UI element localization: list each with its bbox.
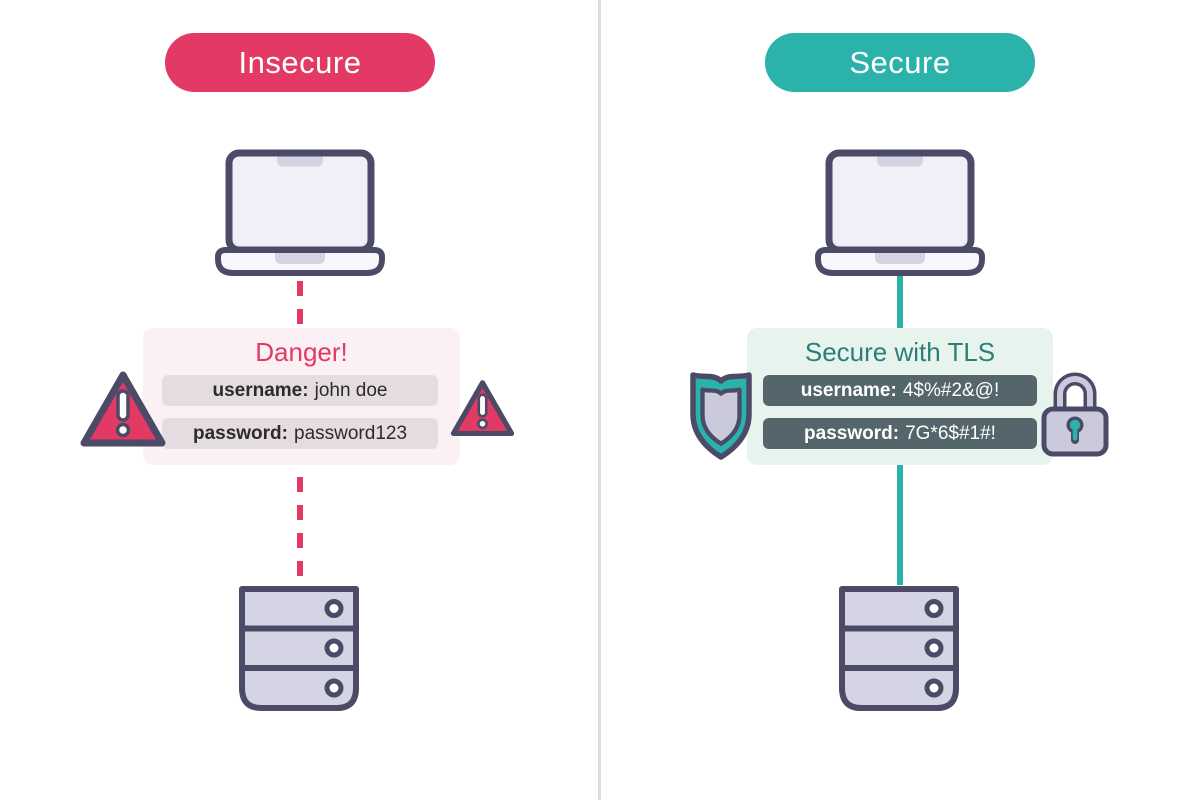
danger-callout: Danger! username:john doe password:passw…: [143, 328, 460, 465]
panel-divider: [598, 0, 601, 800]
password-row: password:7G*6$#1#!: [763, 418, 1037, 449]
warning-triangle-icon: [449, 369, 516, 448]
server-icon: [838, 585, 960, 712]
secure-callout: Secure with TLS username:4$%#2&@! passwo…: [747, 328, 1053, 465]
username-row: username:4$%#2&@!: [763, 375, 1037, 406]
shield-icon: [684, 370, 758, 462]
password-value: password123: [294, 422, 408, 444]
secure-heading: Secure with TLS: [804, 337, 996, 367]
padlock-icon: [1040, 364, 1110, 458]
username-value: 4$%#2&@!: [902, 379, 1000, 401]
username-label: username:: [800, 379, 897, 401]
laptop-icon: [212, 149, 388, 277]
insecure-badge-label: Insecure: [238, 44, 362, 80]
password-row: password: password123: [162, 418, 438, 449]
server-icon: [238, 585, 360, 712]
password-label: password:: [192, 422, 288, 444]
username-label: username:: [212, 379, 309, 401]
secure-badge-label: Secure: [849, 44, 951, 80]
password-label: password:: [804, 422, 900, 444]
password-value: 7G*6$#1#!: [905, 422, 996, 444]
warning-triangle-icon: [78, 367, 168, 452]
secure-badge: Secure: [765, 33, 1035, 92]
laptop-icon: [812, 149, 988, 277]
insecure-badge: Insecure: [165, 33, 435, 92]
username-value: john doe: [314, 379, 388, 401]
username-row: username:john doe: [162, 375, 438, 406]
danger-heading: Danger!: [255, 337, 348, 367]
